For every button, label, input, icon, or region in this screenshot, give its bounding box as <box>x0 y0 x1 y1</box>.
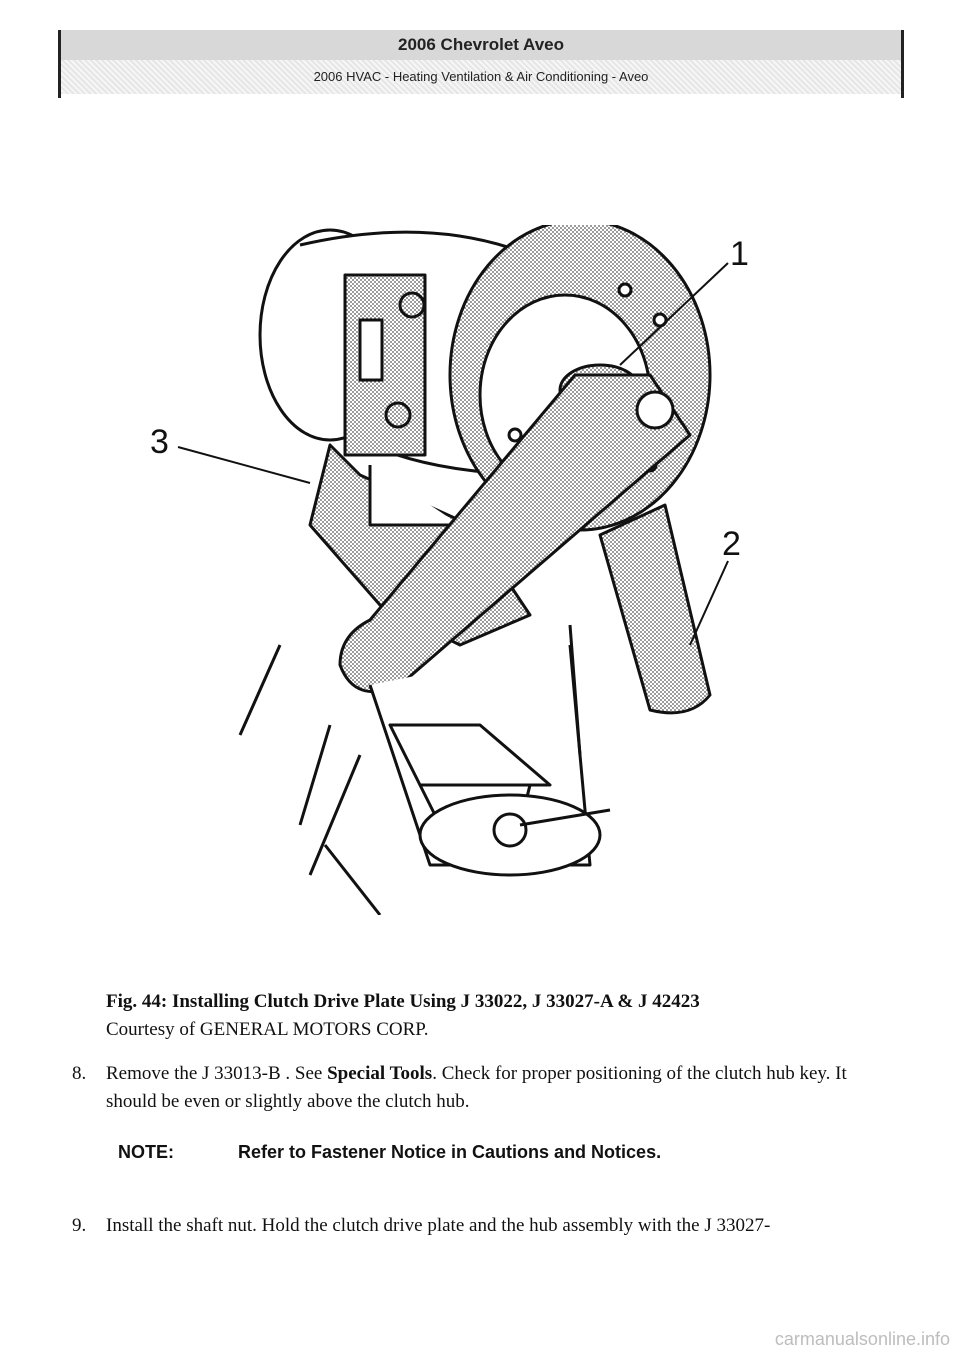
fastener-note: NOTE: Refer to Fastener Notice in Cautio… <box>118 1138 718 1166</box>
note-text: Refer to Fastener Notice in Cautions and… <box>238 1142 662 1162</box>
figure-caption: Fig. 44: Installing Clutch Drive Plate U… <box>106 988 866 1044</box>
caption-title: Fig. 44: Installing Clutch Drive Plate U… <box>106 991 700 1012</box>
step-9: 9. Install the shaft nut. Hold the clutc… <box>72 1212 902 1240</box>
page-header: 2006 Chevrolet Aveo 2006 HVAC - Heating … <box>58 30 904 98</box>
step-number: 8. <box>72 1063 87 1084</box>
step-text: Remove the J 33013-B . See <box>106 1063 328 1084</box>
note-label: NOTE: <box>118 1142 174 1162</box>
step-text: Install the shaft nut. Hold the clutch d… <box>106 1215 771 1236</box>
header-title: 2006 Chevrolet Aveo <box>61 30 901 60</box>
special-tools-link[interactable]: Special Tools <box>327 1063 433 1084</box>
step-number: 9. <box>72 1215 87 1236</box>
step-text-rest: . Check for proper positioning of the cl… <box>106 1063 847 1112</box>
clutch-installation-figure: 1 3 2 <box>150 225 749 915</box>
caption-courtesy: Courtesy of GENERAL MOTORS CORP. <box>106 1019 429 1040</box>
header-subtitle: 2006 HVAC - Heating Ventilation & Air Co… <box>61 60 901 94</box>
callout-3: 3 <box>150 423 169 461</box>
callout-2: 2 <box>722 525 741 563</box>
step-8: 8. Remove the J 33013-B . See Special To… <box>72 1060 902 1116</box>
watermark: carmanualsonline.info <box>774 1329 950 1349</box>
callout-1: 1 <box>730 235 749 273</box>
